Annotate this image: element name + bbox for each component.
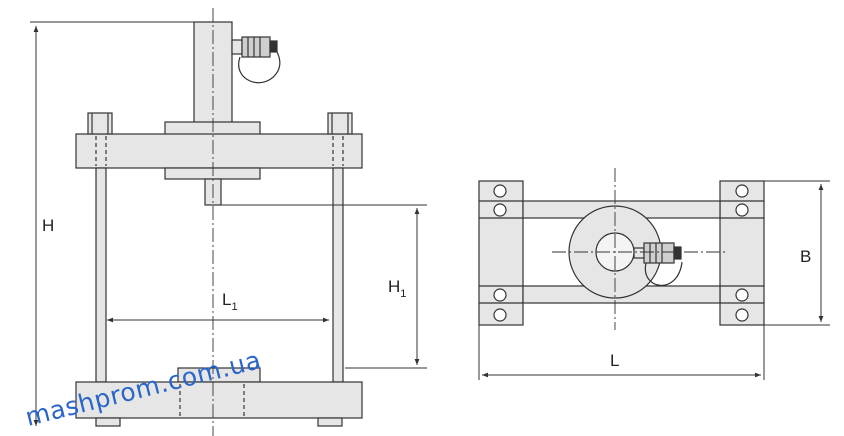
label-L: L: [610, 351, 619, 370]
label-H: H: [42, 216, 54, 235]
right-foot: [317, 417, 343, 427]
dimension-L: [478, 325, 765, 380]
hole: [735, 184, 749, 198]
hydraulic-coupler: [231, 36, 281, 84]
press-base: [75, 381, 363, 419]
left-nut: [87, 112, 113, 135]
label-B: B: [800, 247, 811, 266]
right-nut: [327, 112, 353, 135]
hole: [735, 308, 749, 322]
dimension-H: [30, 21, 194, 426]
label-L1: L1: [222, 290, 238, 313]
hole: [493, 288, 507, 302]
hole: [493, 203, 507, 217]
label-H1: H1: [388, 277, 406, 300]
hole: [493, 308, 507, 322]
top-view: [478, 180, 765, 326]
hole: [735, 288, 749, 302]
left-column: [95, 167, 107, 383]
dimension-B: [764, 180, 830, 326]
top-crossbeam: [75, 133, 363, 169]
dimension-H1: [221, 204, 427, 369]
front-view: [75, 21, 363, 427]
hydraulic-coupler-top: [633, 242, 683, 286]
right-column: [332, 167, 344, 383]
hole: [493, 184, 507, 198]
hole: [735, 203, 749, 217]
left-foot: [95, 417, 121, 427]
ram-plate: [164, 167, 261, 180]
